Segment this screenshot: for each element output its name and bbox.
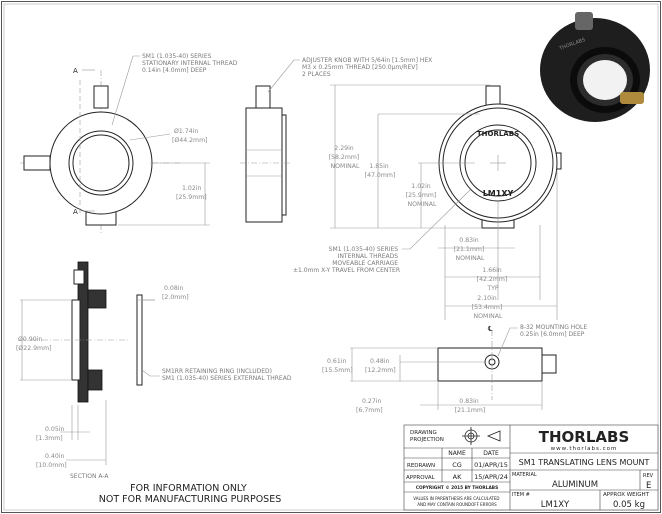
adjuster-knob-note: ADJUSTER KNOB WITH 5/64in [1.5mm] HEX M3… [302,57,434,78]
thread-note: SM1 (1.035-40) SERIES STATIONARY INTERNA… [142,53,239,74]
retaining-ring-note: SM1RR RETAINING RING (INCLUDED) SM1 (1.0… [162,368,292,382]
front-view: A A [20,67,180,235]
section-title: SECTION A-A [70,473,109,480]
hole-offset-dim: 0.48in [12.2mm] [365,358,396,374]
approval-name: AK [453,473,462,481]
engraved-model: LM1XY [483,189,514,198]
product-photo: THORLABS [540,12,650,122]
carriage-note: SM1 (1.035-40) SERIES INTERNAL THREADS M… [293,246,400,274]
depth-dim: 0.40in [10.0mm] [36,453,67,469]
drawing-projection-label: DRAWING PROJECTION [410,430,444,443]
material-label: MATERIAL [512,472,537,478]
projection-symbol-icon [462,427,501,445]
base-depth-dim: 0.61in [15.5mm] [322,358,353,374]
side-view [240,85,292,223]
redrawn-label: REDRAWN [407,463,435,469]
rounding-note: VALUES IN PARENTHESIS ARE CALCULATED AND… [413,496,501,507]
item-number: LM1XY [541,500,570,510]
website: www.thorlabs.com [551,446,618,452]
side-adjuster-knob [23,155,51,171]
rev-value: E [646,481,651,491]
thorlabs-logo: THORLABS [539,428,630,446]
weight-value: 0.05 kg [613,500,645,510]
weight-label: APPROX WEIGHT [603,492,650,498]
hole-width-position-dim: 0.83in [21.1mm] [455,398,486,414]
width-typ-dim: 1.66in [42.2mm] TYP [477,267,510,292]
redrawn-name: CG [452,461,462,469]
bottom-view [437,330,557,400]
rev-label: REV [643,473,654,479]
drawing-inner-border [3,3,659,511]
ring-thickness-dim: 0.08in [2.0mm] [162,285,189,301]
copyright: COPYRIGHT © 2015 BY THORLABS [416,485,498,491]
outer-diameter-dim: Ø1.74in [Ø44.2mm] [172,127,208,144]
name-header: NAME [448,450,466,457]
approval-date: 15/APR/24 [474,473,508,481]
top-adjuster-knob [93,85,109,109]
section-marker-top: A [73,67,78,75]
overall-width-dim: 2.10in [53.4mm] NOMINAL [472,295,505,320]
engraved-front-view: THORLABS LM1XY [438,85,562,229]
half-width-dim: 0.83in [21.1mm] NOMINAL [454,237,487,262]
section-marker-bottom: A [73,208,78,216]
engraved-brand: THORLABS [477,130,519,138]
item-label: ITEM # [512,492,530,498]
drawing-title: SM1 TRANSLATING LENS MOUNT [519,458,650,467]
date-header: DATE [483,450,499,457]
aperture-dim: Ø0.90in [Ø22.9mm] [16,335,52,352]
approval-label: APPROVAL [406,475,436,481]
overall-height-dim: 2.29in [58.2mm] NOMINAL [329,145,362,170]
body-height-dim: 1.85in [47.0mm] [365,163,396,179]
mounting-hole-note: 8-32 MOUNTING HOLE 0.25in [6.0mm] DEEP [520,324,589,338]
material-value: ALUMINUM [552,480,598,490]
center-height-dim: 1.02in [25.9mm] NOMINAL [406,183,439,208]
disclaimer: FOR INFORMATION ONLY NOT FOR MANUFACTURI… [99,483,281,505]
section-view [20,261,143,403]
redrawn-date: 01/APR/15 [474,461,508,469]
title-block [403,424,659,511]
hole-depth-position-dim: 0.27in [6.7mm] [356,398,383,414]
centerline-mark: ℄ [488,325,493,333]
lip-dim: 0.05in [1.3mm] [36,426,66,442]
front-center-height-dim: 1.02in [25.9mm] [176,185,207,201]
